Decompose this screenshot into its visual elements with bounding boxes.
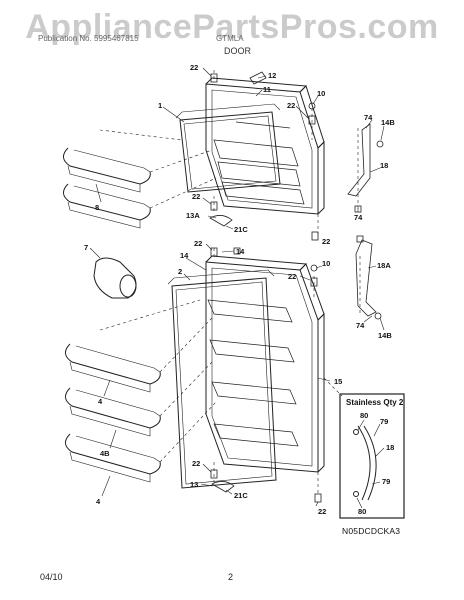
inset-callout-79: 79 xyxy=(380,417,388,426)
bin-lower-2 xyxy=(65,387,161,437)
callout-18a: 18A xyxy=(377,261,391,270)
bin-upper-1 xyxy=(63,147,151,193)
callout-22: 22 xyxy=(288,272,296,281)
diagram-code: N05DCDCKA3 xyxy=(342,526,401,536)
callout-22: 22 xyxy=(318,507,326,516)
callout-10: 10 xyxy=(317,89,325,98)
page-number: 2 xyxy=(228,572,234,582)
callout-4: 4 xyxy=(96,497,101,506)
callout-22: 22 xyxy=(192,459,200,468)
callout-1: 1 xyxy=(158,101,162,110)
hardware xyxy=(209,71,384,503)
callout-22: 22 xyxy=(194,239,202,248)
callout-22: 22 xyxy=(190,63,198,72)
inset-callout-18: 18 xyxy=(386,443,394,452)
callout-2: 2 xyxy=(178,267,182,276)
callout-74: 74 xyxy=(364,113,373,122)
freezer-door-gasket xyxy=(175,103,281,193)
callout-21c: 21C xyxy=(234,491,248,500)
inset-callout-80: 80 xyxy=(358,507,366,516)
callout-22: 22 xyxy=(322,237,330,246)
callout-14b: 14B xyxy=(381,118,395,127)
callout-13: 13 xyxy=(190,480,198,489)
freezer-door-panel xyxy=(205,77,325,215)
callout-22: 22 xyxy=(287,101,295,110)
callout-15: 15 xyxy=(334,377,342,386)
footer-date: 04/10 xyxy=(40,572,63,582)
callout-21c: 21C xyxy=(234,225,248,234)
callout-12: 12 xyxy=(268,71,276,80)
callout-8: 8 xyxy=(95,203,99,212)
watermark: AppliancePartsPros.com xyxy=(25,8,439,46)
leader-lines xyxy=(89,67,385,509)
callout-10: 10 xyxy=(322,259,330,268)
section-title: DOOR xyxy=(224,46,251,56)
callout-74: 74 xyxy=(356,321,365,330)
inset-callout-80: 80 xyxy=(360,411,368,420)
callouts: 22 12 11 1 22 10 74 14B 18 8 74 22 22 13… xyxy=(84,63,395,516)
callout-22: 22 xyxy=(192,192,200,201)
freezer-door-shelves xyxy=(213,121,305,205)
callout-7: 7 xyxy=(84,243,88,252)
publication-number: Publication No. 5995467815 xyxy=(38,34,139,43)
stainless-inset-box xyxy=(339,393,405,519)
callout-14b: 14B xyxy=(378,331,392,340)
bin-upper-2 xyxy=(63,183,151,229)
callout-13a: 13A xyxy=(186,211,200,220)
callout-11: 11 xyxy=(263,85,271,94)
model-label: GTMLA xyxy=(216,34,244,43)
egg-tray xyxy=(93,257,137,299)
callout-4: 4 xyxy=(98,397,103,406)
callout-74: 74 xyxy=(354,213,363,222)
fresh-food-door-gasket xyxy=(167,269,277,489)
callout-4b: 4B xyxy=(100,449,110,458)
fresh-food-door-panel xyxy=(205,255,325,473)
callout-18: 18 xyxy=(380,161,388,170)
inset-title: Stainless Qty 2 xyxy=(346,398,404,407)
stainless-handle xyxy=(353,425,377,501)
inset-callout-79: 79 xyxy=(382,477,390,486)
fresh-food-door-shelves xyxy=(207,299,299,447)
callout-14: 14 xyxy=(236,247,245,256)
bin-lower-1 xyxy=(65,343,161,393)
bin-lower-3 xyxy=(65,433,161,483)
callout-14: 14 xyxy=(180,251,189,260)
